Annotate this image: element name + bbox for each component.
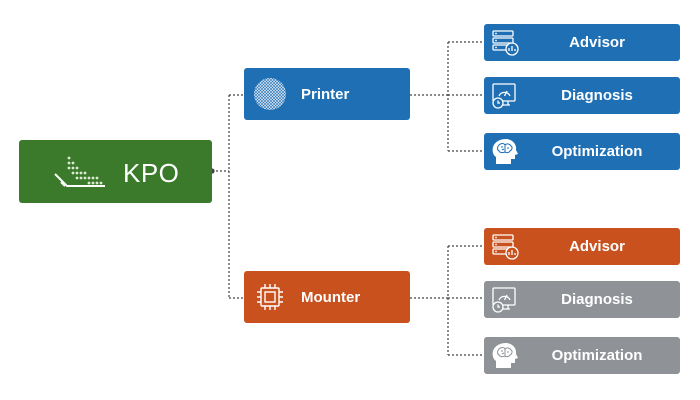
monitor-gauge-icon [492, 83, 516, 109]
leaf-label: Advisor [569, 238, 625, 255]
brain-head-icon [492, 343, 518, 368]
leaf-mounter-optimization: Optimization [484, 337, 680, 374]
leaf-label: Diagnosis [561, 87, 633, 104]
connector-root-spine [212, 94, 244, 299]
leaf-mounter-advisor: Advisor [484, 228, 680, 265]
kpo-logo-icon [54, 156, 105, 187]
server-chart-icon [492, 30, 519, 56]
branch-node-mounter: Mounter [244, 271, 410, 323]
leaf-printer-optimization: Optimization [484, 133, 680, 170]
monitor-gauge-icon [492, 287, 516, 313]
root-node-kpo: KPO [19, 140, 212, 203]
leaf-mounter-diagnosis: Diagnosis [484, 281, 680, 318]
root-label: KPO [123, 158, 180, 188]
leaf-label: Optimization [551, 143, 643, 160]
leaf-label: Advisor [569, 34, 625, 51]
branch-node-printer: Printer [244, 68, 410, 120]
brain-head-icon [492, 139, 518, 164]
leaf-label: Diagnosis [561, 291, 633, 308]
connector-printer-leaves [410, 41, 484, 152]
branch-label-mounter: Mounter [301, 289, 361, 306]
leaf-label: Optimization [551, 347, 643, 364]
connector-mounter-leaves [410, 245, 484, 356]
leaf-printer-advisor: Advisor [484, 24, 680, 61]
branch-label-printer: Printer [301, 86, 350, 103]
chip-icon [257, 284, 283, 310]
leaf-printer-diagnosis: Diagnosis [484, 77, 680, 114]
circle-pattern-icon [254, 78, 286, 110]
server-chart-icon [492, 234, 519, 260]
